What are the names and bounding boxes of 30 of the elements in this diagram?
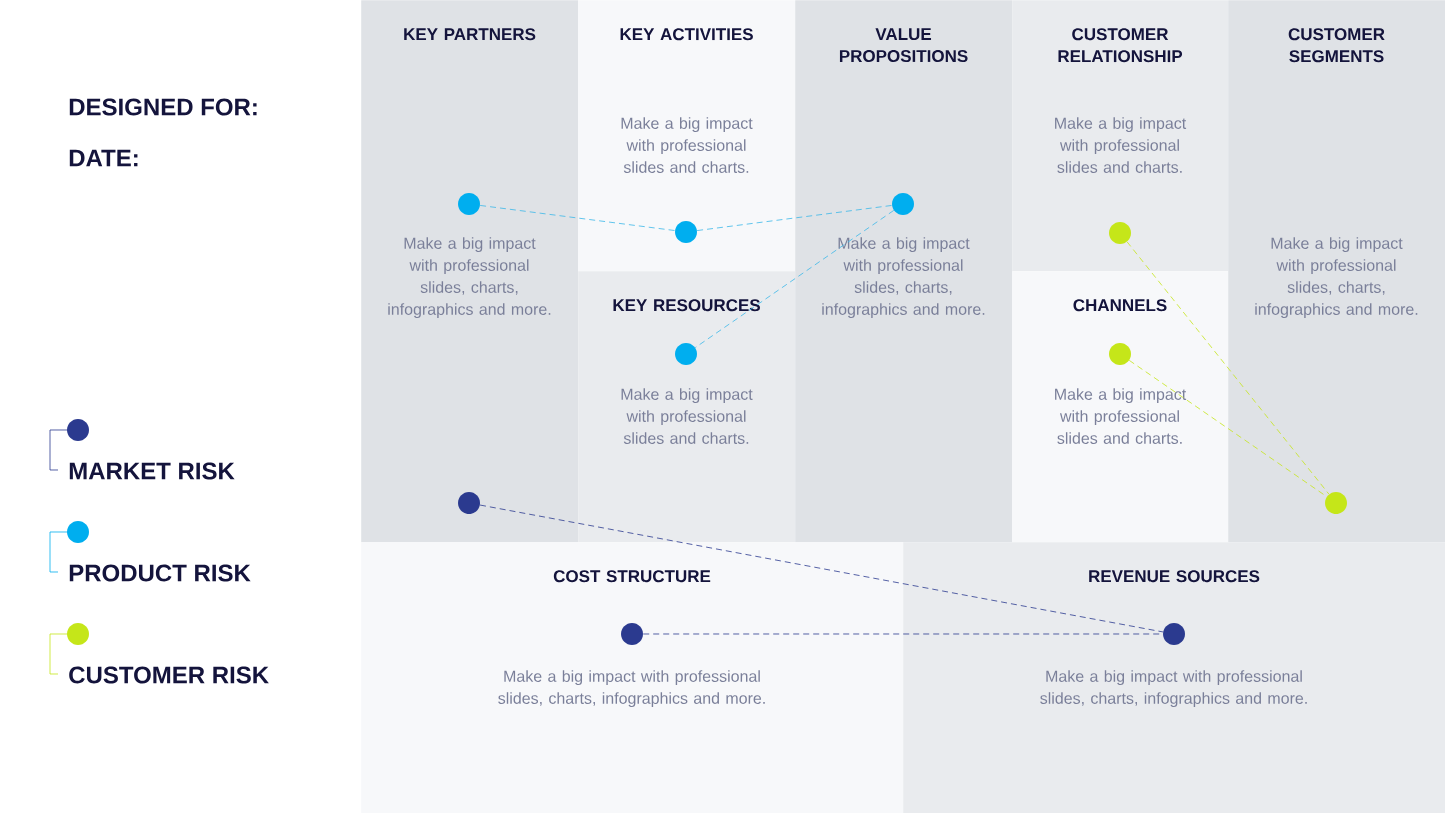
legend-label: MARKET RISK <box>69 462 235 480</box>
legend-label: CUSTOMER RISK <box>69 666 269 684</box>
legend-label: PRODUCT RISK <box>69 564 251 582</box>
risk-dot <box>458 193 480 215</box>
risk-dot <box>1109 222 1131 244</box>
canvas-cell: KEY RESOURCES Make a big impact with professional slides and charts. <box>578 271 796 543</box>
canvas-cell: CUSTOMER SEGMENTS Make a big impact with professional slides, charts, infographics and more. <box>1228 0 1445 543</box>
canvas-cell: COST STRUCTURE Make a big impact with professional slides, charts, infographics and more. <box>361 542 904 813</box>
field-label: DATE: <box>69 149 138 167</box>
risk-dot <box>675 221 697 243</box>
field-label: DESIGNED FOR: <box>69 98 257 116</box>
dashed-connector <box>1126 241 1330 495</box>
risk-dot <box>892 193 914 215</box>
canvas-cell: CUSTOMER RELATIONSHIP Make a big impact with professional slides and charts. <box>1012 0 1229 272</box>
risk-dot <box>1109 343 1131 365</box>
risk-dot <box>1325 492 1347 514</box>
canvas-cell: REVENUE SOURCES Make a big impact with professional slides, charts, infographics and more. <box>903 542 1445 813</box>
canvas-cell: VALUE PROPOSITIONS Make a big impact with professional slides, charts, infographics and more. <box>795 0 1013 543</box>
dashed-connector <box>1128 359 1328 498</box>
dashed-connector <box>694 209 895 349</box>
canvas-cell: KEY ACTIVITIES Make a big impact with professional slides and charts. <box>578 0 796 272</box>
dashed-connector <box>696 205 893 231</box>
dashed-connector <box>479 205 676 231</box>
risk-dot <box>675 343 697 365</box>
risk-dot <box>458 492 480 514</box>
risk-dot <box>621 623 643 645</box>
dashed-connector <box>479 504 1164 633</box>
risk-dot <box>1163 623 1185 645</box>
canvas-cell: KEY PARTNERS Make a big impact with professional slides, charts, infographics and more. <box>361 0 579 543</box>
canvas-cell: CHANNELS Make a big impact with professional slides and charts. <box>1012 271 1229 543</box>
